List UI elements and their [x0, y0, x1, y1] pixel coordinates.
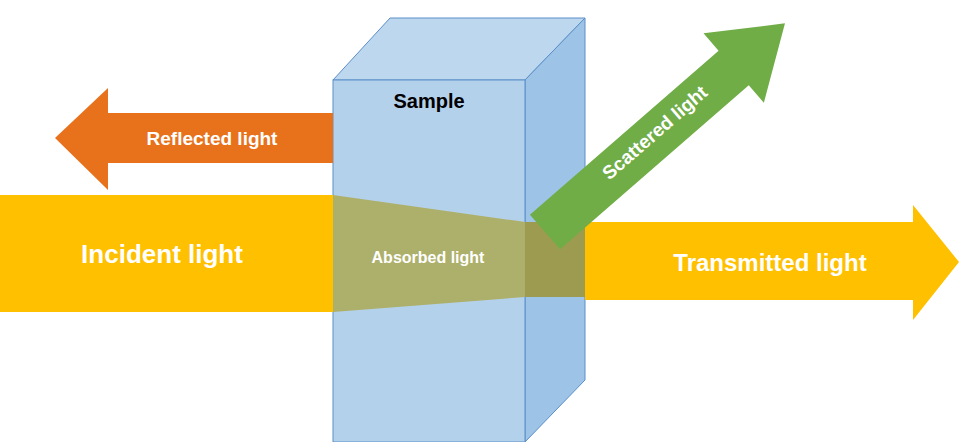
absorbed-label: Absorbed light: [372, 249, 485, 267]
reflected-label: Reflected light: [147, 128, 278, 150]
incident-label: Incident light: [81, 239, 243, 270]
transmitted-label: Transmitted light: [673, 249, 866, 277]
incident-beam: [0, 195, 334, 312]
sample-title: Sample: [333, 90, 525, 113]
sample-front-face: [333, 80, 525, 442]
reflected-arrow: [55, 88, 333, 190]
scattered-arrow: [515, 0, 815, 267]
sample-block: Sample: [333, 80, 525, 113]
transmitted-arrow: [585, 205, 959, 320]
absorbed-band: [333, 195, 525, 312]
scattered-label: Scattered light: [598, 81, 712, 184]
